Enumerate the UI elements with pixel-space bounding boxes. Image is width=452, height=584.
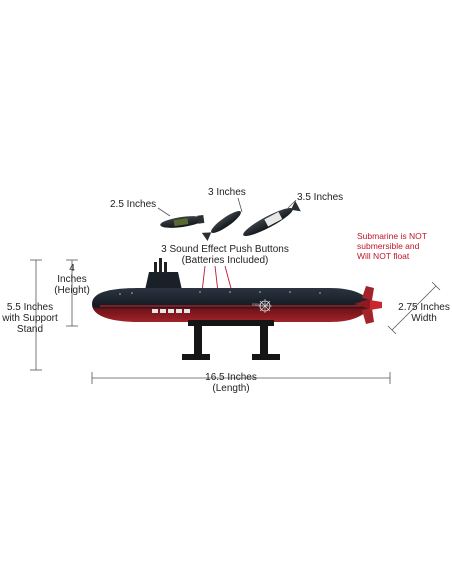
stand-height-dimension — [30, 259, 42, 371]
button-pointer-1 — [201, 265, 206, 293]
torpedo-small — [160, 214, 205, 228]
button-pointer-2 — [214, 265, 219, 293]
width-line2: Width — [411, 313, 437, 324]
submarine-hull — [92, 258, 382, 324]
hull-marking: SSN-774 — [252, 302, 269, 307]
push-buttons-label-line2: (Batteries Included) — [181, 255, 269, 266]
stand-height-line1: 5.5 Inches — [6, 302, 54, 313]
support-stand — [182, 320, 280, 360]
stand-height-line2: with Support — [2, 313, 58, 324]
width-line1: 2.75 Inches — [398, 302, 450, 313]
warning-line3: Will NOT float — [357, 251, 410, 261]
length-line1: 16.5 Inches — [205, 372, 257, 383]
torpedo-large — [243, 200, 301, 237]
warning-line1: Submarine is NOT — [357, 231, 427, 241]
torpedo-medium-label: 3 Inches — [208, 187, 246, 198]
width-dimension — [387, 281, 441, 335]
stand-height-label: 5.5 Inches with Support Stand — [0, 302, 60, 335]
hull-height-label: 4 Inches (Height) — [50, 263, 94, 296]
warning-note: Submarine is NOT submersible and Will NO… — [357, 231, 427, 261]
hull-height-line3: (Height) — [54, 285, 90, 296]
push-buttons-label: 3 Sound Effect Push Buttons (Batteries I… — [160, 244, 290, 266]
torpedo-medium — [201, 211, 241, 242]
hull-height-line2: Inches — [57, 274, 87, 285]
warning-line2: submersible and — [357, 241, 420, 251]
length-dimension — [91, 372, 391, 384]
width-label: 2.75 Inches Width — [396, 302, 452, 324]
torpedo-small-label: 2.5 Inches — [110, 199, 157, 210]
length-label: 16.5 Inches (Length) — [196, 372, 266, 394]
hull-height-line1: 4 — [69, 263, 75, 274]
hull-height-dimension — [66, 259, 78, 327]
button-pointer-3 — [224, 265, 233, 293]
length-line2: (Length) — [212, 383, 250, 394]
push-buttons-label-line1: 3 Sound Effect Push Buttons — [161, 244, 289, 255]
torpedo-large-label: 3.5 Inches — [297, 192, 344, 203]
stand-height-line3: Stand — [16, 324, 44, 335]
